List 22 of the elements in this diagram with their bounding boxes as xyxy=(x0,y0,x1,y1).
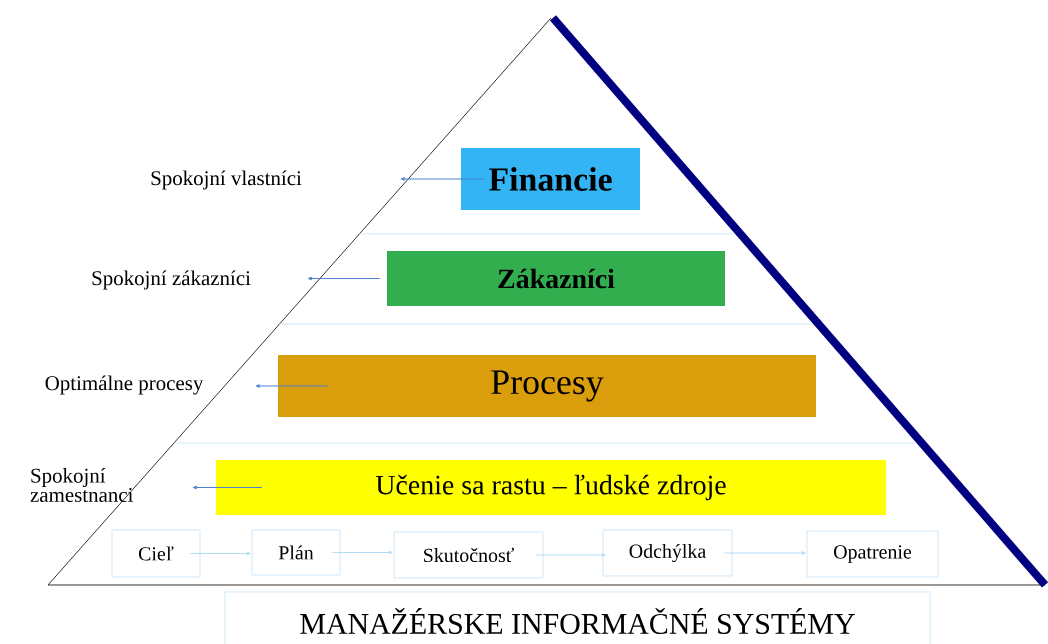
step-box: Plán xyxy=(251,529,341,576)
level-bar: Zákazníci xyxy=(387,251,725,306)
step-box: Odchýlka xyxy=(602,529,733,577)
arrow xyxy=(534,553,606,557)
side-label: Optimálne procesy xyxy=(45,375,204,395)
step-box: Skutočnosť xyxy=(393,531,544,579)
level-bar: Financie xyxy=(461,148,640,210)
step-box: Opatrenie xyxy=(806,530,939,578)
arrow xyxy=(307,276,381,281)
arrow xyxy=(400,177,486,181)
level-bar: Učenie sa rastu – ľudské zdroje xyxy=(216,460,886,515)
step-box: Cieľ xyxy=(111,529,201,578)
arrow xyxy=(723,551,806,555)
side-label: Spokojní zamestnanci xyxy=(30,467,134,502)
arrow xyxy=(331,550,393,555)
title-box: MANAŽÉRSKE INFORMAČNÉ SYSTÉMY xyxy=(224,591,931,644)
arrow xyxy=(189,551,251,556)
level-bar: Procesy xyxy=(278,355,816,417)
side-label: Spokojní zákazníci xyxy=(92,270,251,290)
arrow xyxy=(192,485,263,490)
arrow xyxy=(255,384,329,388)
side-label: Spokojní vlastníci xyxy=(151,170,302,190)
